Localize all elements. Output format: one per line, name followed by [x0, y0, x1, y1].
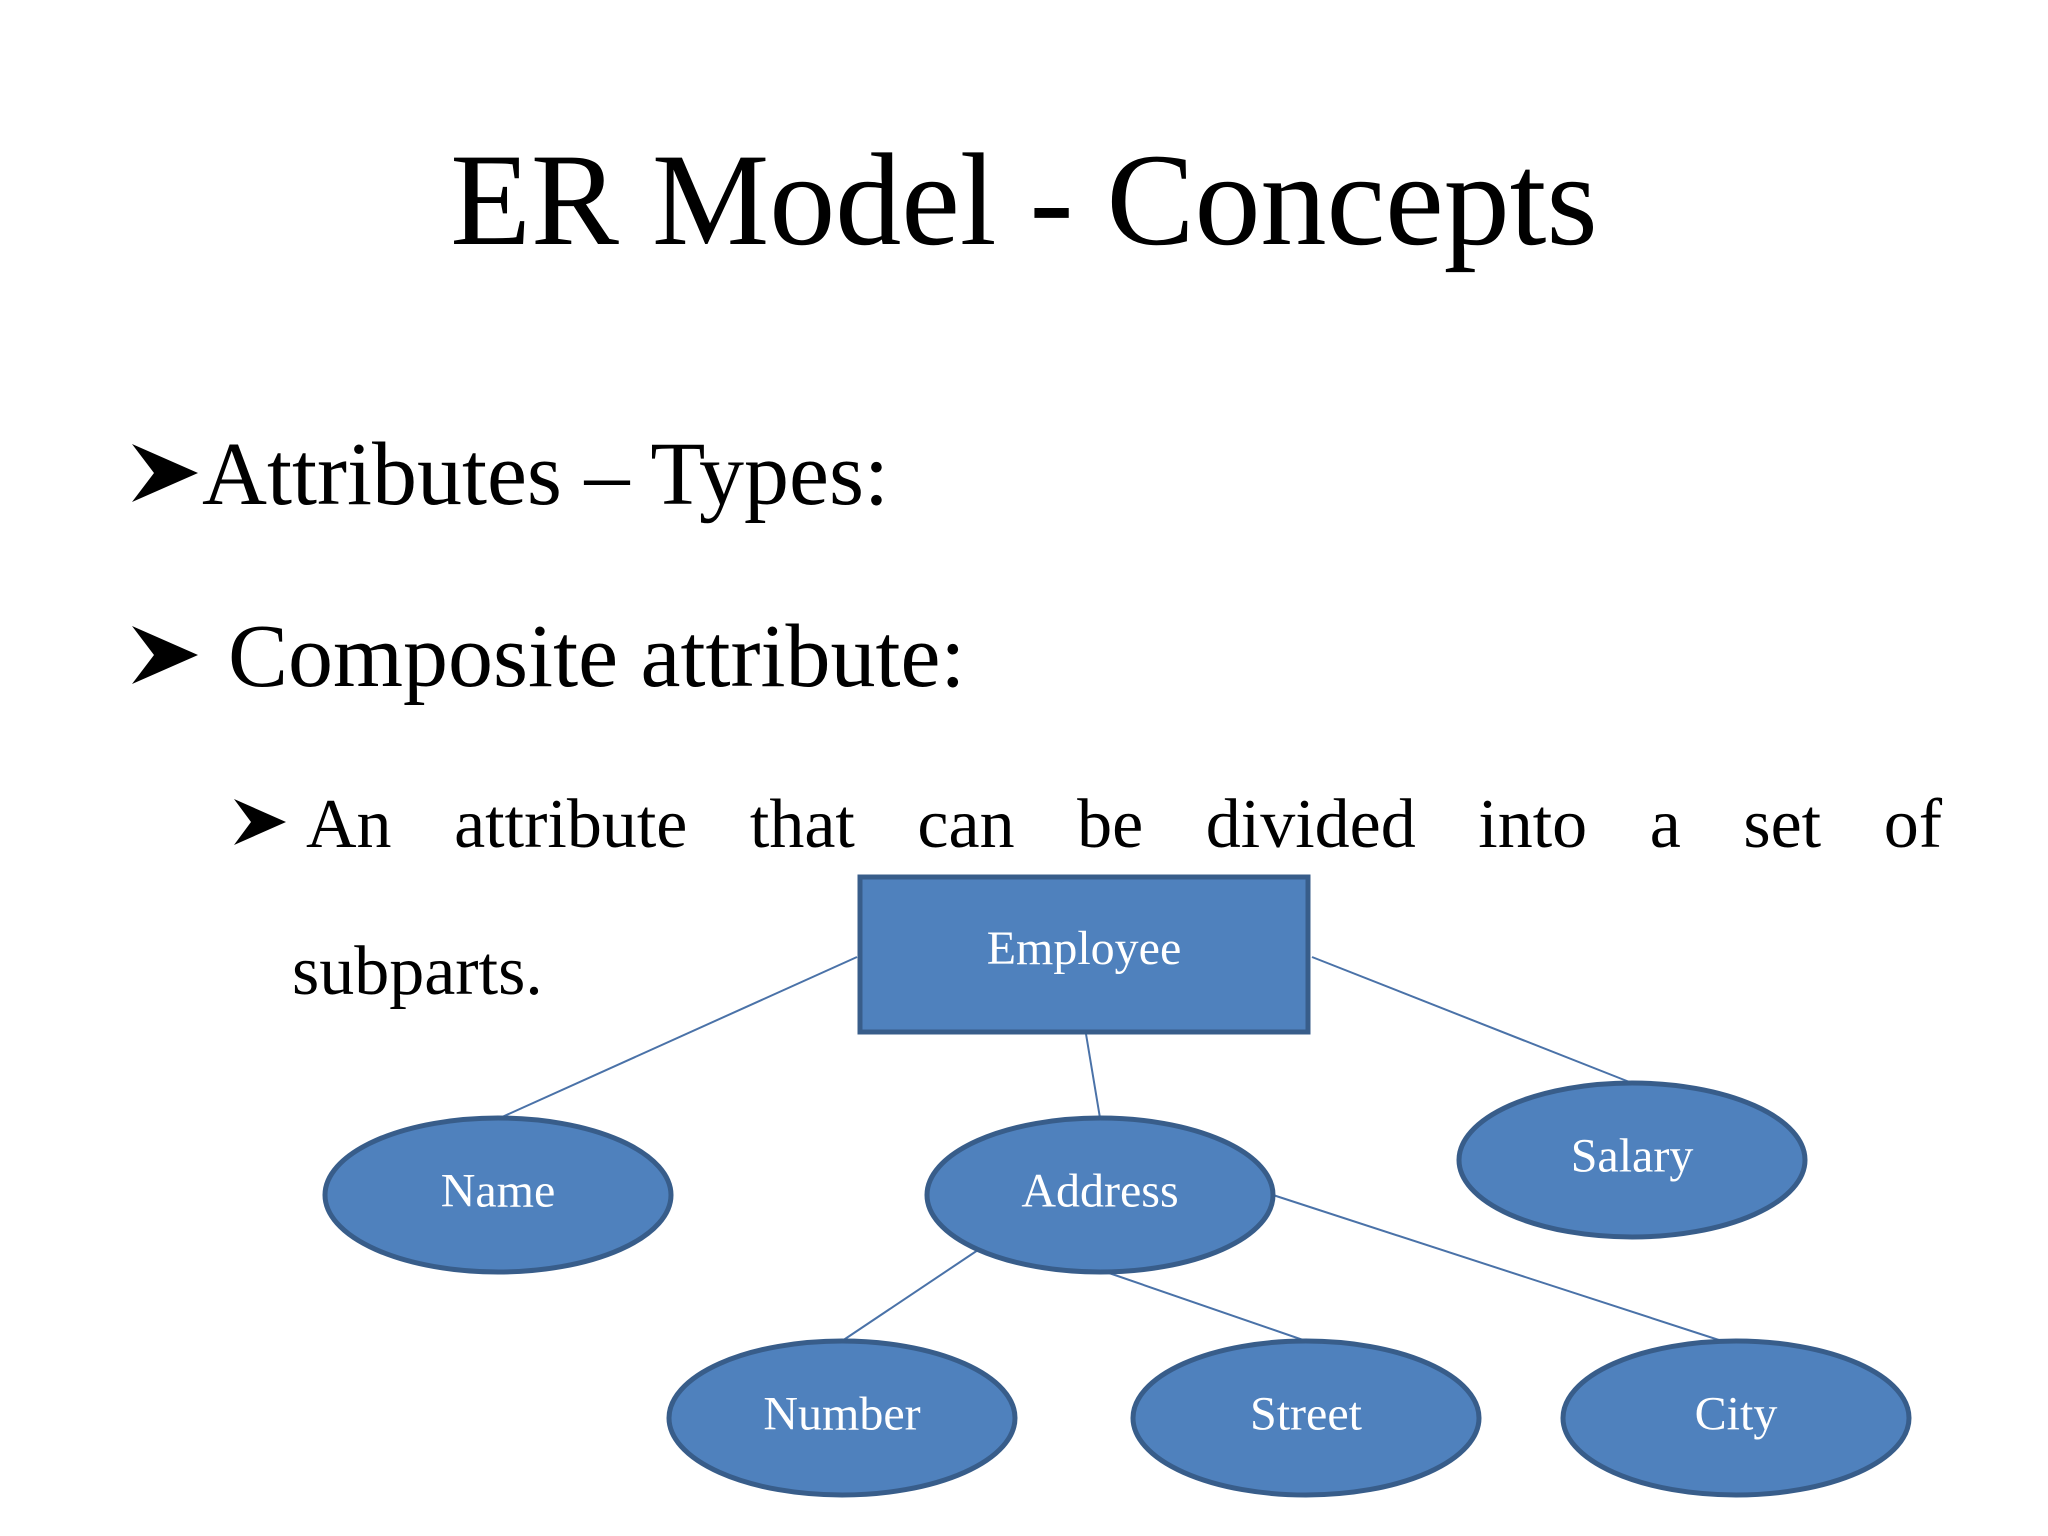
attribute-label: City: [1695, 1388, 1778, 1441]
edge-employee-salary: [1311, 956, 1633, 1084]
arrow-bullet-icon: [232, 797, 288, 847]
attribute-address: Address: [924, 1115, 1276, 1275]
bullet-attributes-types: Attributes – Types:: [130, 420, 889, 530]
bullet-composite-attribute: Composite attribute:: [130, 602, 965, 712]
attribute-city: City: [1560, 1338, 1912, 1498]
bullet-text-continuation: subparts.: [292, 933, 543, 1010]
attribute-number: Number: [666, 1338, 1018, 1498]
attribute-label: Address: [1021, 1165, 1178, 1218]
attribute-name: Name: [322, 1115, 674, 1275]
sub-bullet-definition: An attribute that can be divided into a …: [232, 775, 1942, 875]
edge-address-number: [841, 1249, 979, 1342]
edge-address-city: [1272, 1194, 1723, 1342]
arrow-bullet-icon: [130, 442, 200, 504]
attribute-label: Name: [441, 1165, 556, 1218]
arrow-bullet-icon: [130, 624, 200, 686]
attribute-ellipse: [1560, 1338, 1912, 1498]
attribute-ellipse: [322, 1115, 674, 1275]
diagram-edges: [501, 956, 1723, 1342]
bullet-text: An attribute that can be divided into a …: [306, 786, 1942, 863]
attribute-label: Number: [763, 1388, 920, 1441]
edge-employee-address: [1085, 1033, 1101, 1119]
entity-employee: Employee: [857, 874, 1311, 1035]
attribute-label: Salary: [1571, 1130, 1694, 1183]
attribute-label: Street: [1250, 1388, 1363, 1441]
attribute-ellipse: [924, 1115, 1276, 1275]
attribute-ellipse: [1456, 1080, 1808, 1240]
attribute-ellipse: [1130, 1338, 1482, 1498]
entity-label: Employee: [987, 922, 1182, 975]
bullet-text: Composite attribute:: [228, 607, 966, 706]
attribute-salary: Salary: [1456, 1080, 1808, 1240]
slide-title: ER Model - Concepts: [450, 126, 1598, 273]
attribute-ellipse: [666, 1338, 1018, 1498]
entity-box: [857, 874, 1311, 1035]
edge-address-street: [1105, 1271, 1307, 1342]
bullet-text: Attributes – Types:: [202, 425, 889, 524]
edge-employee-name: [501, 956, 858, 1118]
attribute-street: Street: [1130, 1338, 1482, 1498]
